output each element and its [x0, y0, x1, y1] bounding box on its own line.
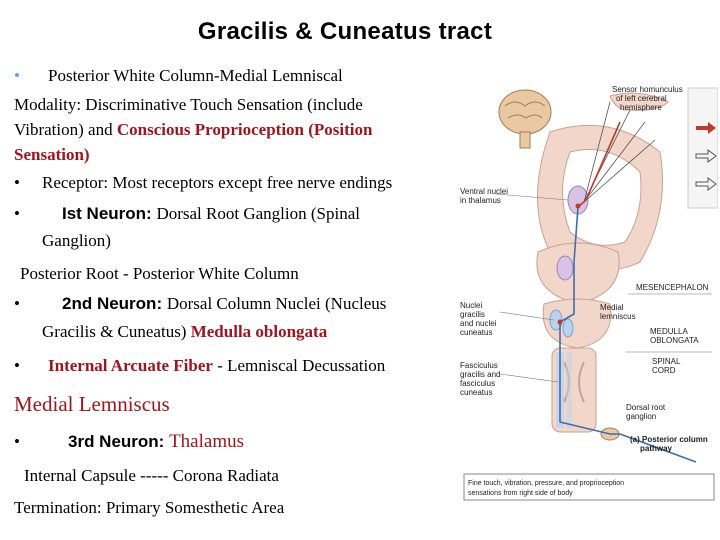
- label-hemisphere: hemisphere: [620, 103, 662, 112]
- arcuate-highlight: Internal Arcuate Fiber: [48, 356, 213, 375]
- slide-title: Gracilis & Cuneatus tract: [197, 18, 493, 45]
- label-and-nuclei: and nuclei: [460, 319, 497, 328]
- label-sensory-homunculus: Sensor homunculus: [612, 85, 683, 94]
- first-neuron-label: Ist Neuron:: [62, 204, 157, 223]
- fasciculus-cuneatus-shape: [566, 352, 572, 428]
- line-modality: Modality: Discriminative Touch Sensation…: [14, 95, 363, 114]
- label-oblongata: OBLONGATA: [650, 336, 699, 345]
- third-neuron-label: 3rd Neuron:: [68, 432, 170, 451]
- label-cord: CORD: [652, 366, 676, 375]
- label-cuneatus-2: cuneatus: [460, 388, 492, 397]
- synapse-dot: [557, 319, 563, 325]
- label-mesencephalon: MESENCEPHALON: [636, 283, 709, 292]
- nucleus-cuneatus-shape: [562, 318, 574, 338]
- second-neuron-label: 2nd Neuron:: [62, 294, 167, 313]
- modality-highlight: Conscious Proprioception (Position: [116, 120, 373, 139]
- brain-icon: [498, 89, 552, 135]
- label-caption-b: pathway: [640, 444, 673, 453]
- label-in-thalamus: in thalamus: [460, 196, 501, 205]
- label-note-1: Fine touch, vibration, pressure, and pro…: [468, 480, 624, 487]
- red-arrow-icon: [696, 122, 716, 134]
- label-cuneatus: cuneatus: [460, 328, 492, 337]
- line-second-neuron-cont: Gracilis & Cuneatus) Medulla oblongata: [42, 322, 327, 342]
- label-nuclei: Nuclei: [460, 301, 482, 310]
- pathway-line-red: [577, 121, 621, 208]
- projection-fibers: [583, 101, 656, 203]
- line-first-neuron: Ist Neuron: Dorsal Root Ganglion (Spinal: [62, 204, 360, 224]
- line-third-neuron: 3rd Neuron: Thalamus: [68, 432, 244, 452]
- label-spinal: SPINAL: [652, 357, 681, 366]
- line-receptor: Receptor: Most receptors except free ner…: [42, 173, 393, 192]
- label-lemniscus: lemniscus: [600, 312, 636, 321]
- line-termination: Termination: Primary Somesthetic Area: [14, 498, 285, 517]
- label-ganglion: ganglion: [626, 412, 656, 421]
- label-medial: Medial: [600, 303, 624, 312]
- label-fasciculus-2: fasciculus: [460, 379, 495, 388]
- label-gracilis: gracilis: [460, 310, 485, 319]
- label-caption-a: (a) Posterior column: [630, 435, 708, 444]
- bullet: •: [14, 356, 20, 375]
- second-neuron-text: Dorsal Column Nuclei (Nucleus: [166, 294, 387, 313]
- line-first-neuron-cont: Ganglion): [42, 231, 111, 250]
- second-neuron-text-cont: Gracilis & Cuneatus): [42, 322, 191, 341]
- line-posterior-root: Posterior Root - Posterior White Column: [20, 264, 299, 283]
- label-dorsal-root: Dorsal root: [626, 403, 666, 412]
- outline-arrow-icon: [695, 177, 717, 191]
- white-matter: [562, 149, 642, 246]
- line-second-neuron: 2nd Neuron: Dorsal Column Nuclei (Nucleu…: [62, 294, 386, 314]
- line-modality-cont: Vibration) and Conscious Proprioception …: [14, 120, 372, 140]
- brain-gyri: [504, 101, 546, 119]
- bullet: •: [14, 66, 20, 85]
- first-neuron-text: Dorsal Root Ganglion (Spinal: [156, 204, 360, 223]
- homunculus-icon: [609, 92, 669, 111]
- pathway-line-blue: [559, 206, 697, 463]
- outline-arrow-icon: [695, 149, 717, 163]
- legend-panel: [687, 87, 718, 209]
- label-note-2: sensations from right side of body: [468, 490, 573, 497]
- bullet: •: [14, 294, 20, 313]
- posterior-column-pathway-figure: Sensor homunculus of left cerebral hemis…: [460, 82, 718, 512]
- label-ventral-nuclei: Ventral nuclei: [460, 187, 508, 196]
- bullet: •: [14, 173, 20, 192]
- midbrain-section: [536, 242, 620, 305]
- midbrain-nucleus: [556, 255, 574, 281]
- medulla-highlight: Medulla oblongata: [190, 322, 328, 341]
- synapse-dot: [575, 203, 581, 209]
- label-of-left-cerebral: of left cerebral: [616, 94, 667, 103]
- brainstem-icon: [519, 131, 531, 149]
- line-pathway-name: Posterior White Column-Medial Lemniscal: [48, 66, 343, 85]
- line-arcuate: Internal Arcuate Fiber - Lemniscal Decus…: [48, 356, 385, 376]
- leader-lines: [495, 193, 712, 383]
- label-gracilis-and: gracilis and: [460, 370, 500, 379]
- thalamus-highlight: Thalamus: [169, 431, 244, 452]
- note-box: [463, 473, 715, 501]
- pathway-diagram: Sensor homunculus of left cerebral hemis…: [460, 85, 718, 501]
- bullet: •: [14, 204, 20, 223]
- bullet: •: [14, 432, 20, 451]
- line-modality-end: Sensation): [14, 145, 90, 164]
- label-medulla: MEDULLA: [650, 327, 688, 336]
- label-fasciculus: Fasciculus: [460, 361, 498, 370]
- arcuate-text: - Lemniscal Decussation: [212, 356, 386, 375]
- line-internal-capsule: Internal Capsule ----- Corona Radiata: [24, 466, 279, 485]
- medial-lemniscus-heading: Medial Lemniscus: [14, 392, 170, 416]
- modality-text: Vibration) and: [14, 120, 117, 139]
